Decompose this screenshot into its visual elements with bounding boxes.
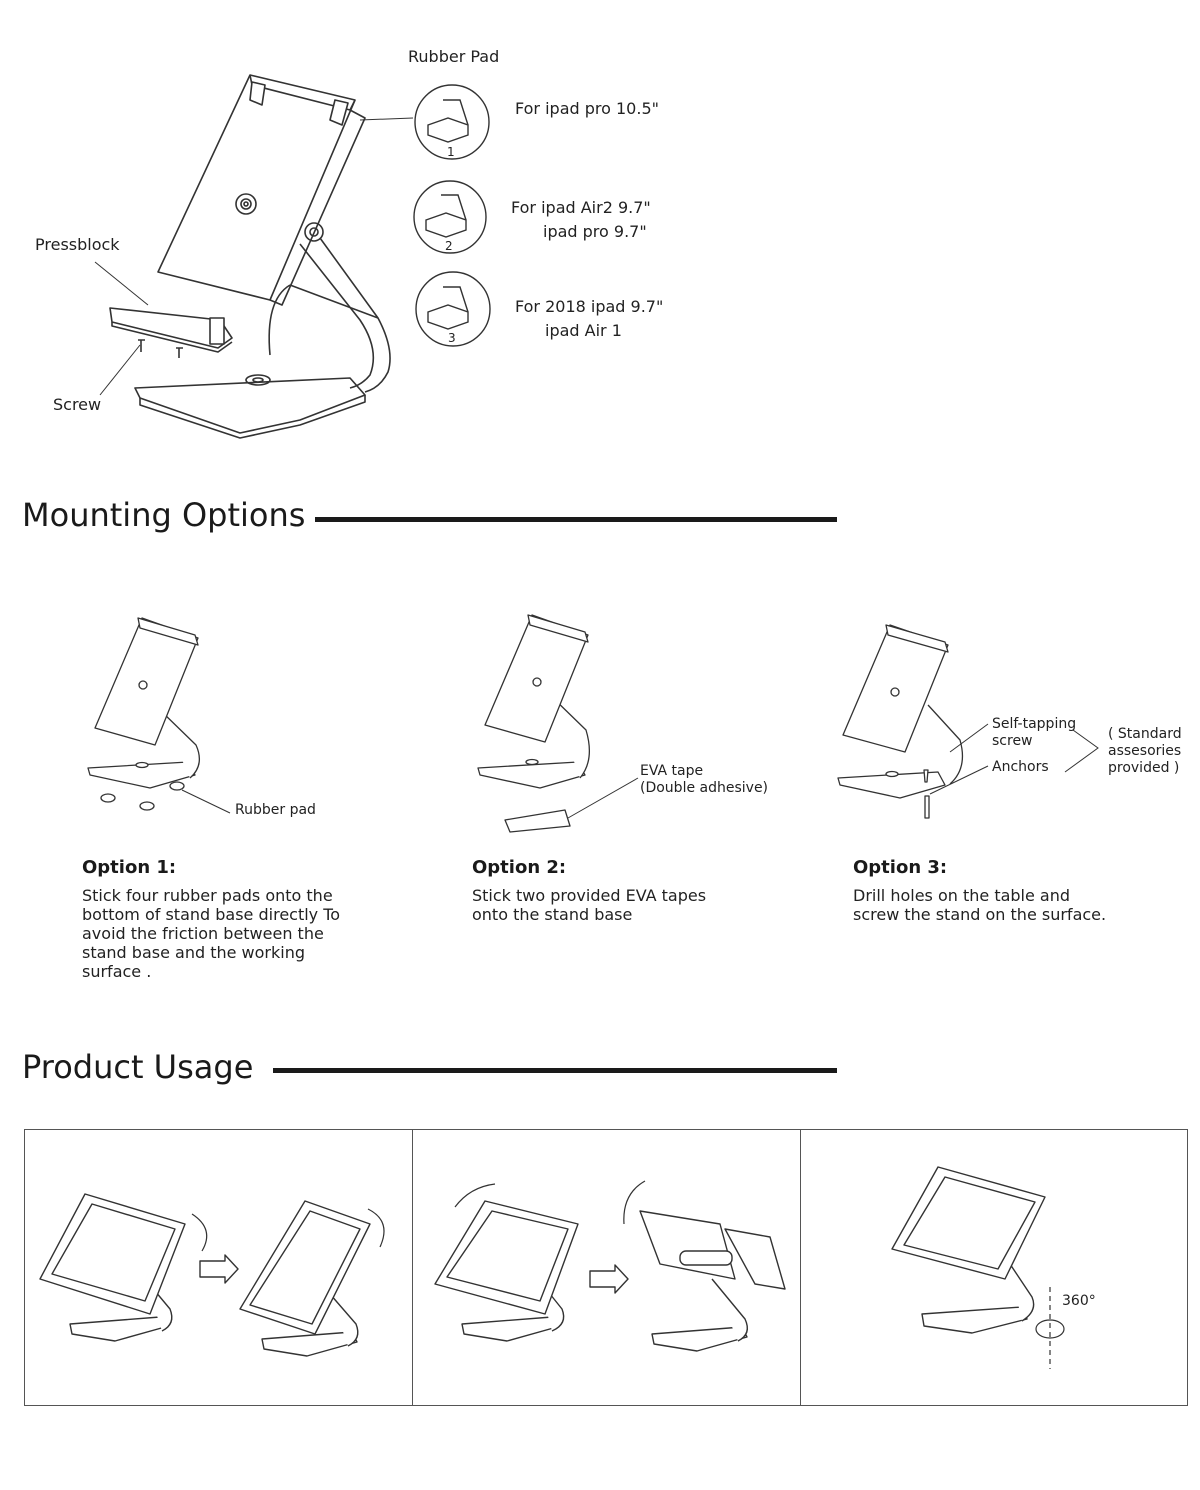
eva-tape-callout-line1: EVA tape bbox=[640, 763, 704, 779]
pad-number-2: 2 bbox=[445, 239, 453, 253]
pressblock-label: Pressblock bbox=[35, 235, 120, 254]
self-tapping-callout-line2: screw bbox=[992, 733, 1033, 749]
pad-3-label-line2: ipad Air 1 bbox=[545, 321, 622, 340]
section-title-usage: Product Usage bbox=[22, 1048, 254, 1086]
screw-label: Screw bbox=[53, 395, 102, 414]
option-2-title: Option 2: bbox=[472, 857, 567, 878]
rotation-label: 360° bbox=[1062, 1293, 1096, 1309]
rubber-pad-title: Rubber Pad bbox=[408, 47, 500, 66]
usage-panel-fold bbox=[412, 1130, 801, 1405]
standard-callout-line1: ( Standard bbox=[1108, 726, 1182, 742]
pad-3-label-line1: For 2018 ipad 9.7" bbox=[515, 297, 664, 316]
pad-2-label-line1: For ipad Air2 9.7" bbox=[511, 198, 651, 217]
option-3-body: Drill holes on the table and screw the s… bbox=[853, 886, 1107, 924]
section-title-mounting: Mounting Options bbox=[22, 496, 306, 534]
usage-panels bbox=[24, 1129, 1188, 1406]
section-rule bbox=[273, 1068, 837, 1073]
pad-number-1: 1 bbox=[447, 145, 455, 159]
stand-exploded-drawing bbox=[94, 74, 491, 439]
option-1-body: Stick four rubber pads onto the bottom o… bbox=[82, 886, 341, 981]
option-2-body: Stick two provided EVA tapes onto the st… bbox=[472, 886, 707, 924]
self-tapping-callout-line1: Self-tapping bbox=[992, 716, 1077, 732]
pad-1-label: For ipad pro 10.5" bbox=[515, 99, 659, 118]
pad-number-3: 3 bbox=[448, 331, 456, 345]
standard-callout-line2: assesories bbox=[1108, 743, 1182, 759]
mounting-drawings bbox=[87, 614, 1099, 833]
rubber-pad-callout: Rubber pad bbox=[235, 802, 316, 818]
usage-drawings bbox=[39, 1166, 1065, 1369]
option-1-title: Option 1: bbox=[82, 857, 177, 878]
option-3-title: Option 3: bbox=[853, 857, 948, 878]
section-rule bbox=[315, 517, 837, 522]
standard-callout-line3: provided ) bbox=[1108, 760, 1180, 776]
eva-tape-callout-line2: (Double adhesive) bbox=[640, 780, 769, 796]
usage-panel-rotate bbox=[800, 1130, 1188, 1405]
anchors-callout: Anchors bbox=[992, 759, 1049, 775]
pad-2-label-line2: ipad pro 9.7" bbox=[543, 222, 647, 241]
